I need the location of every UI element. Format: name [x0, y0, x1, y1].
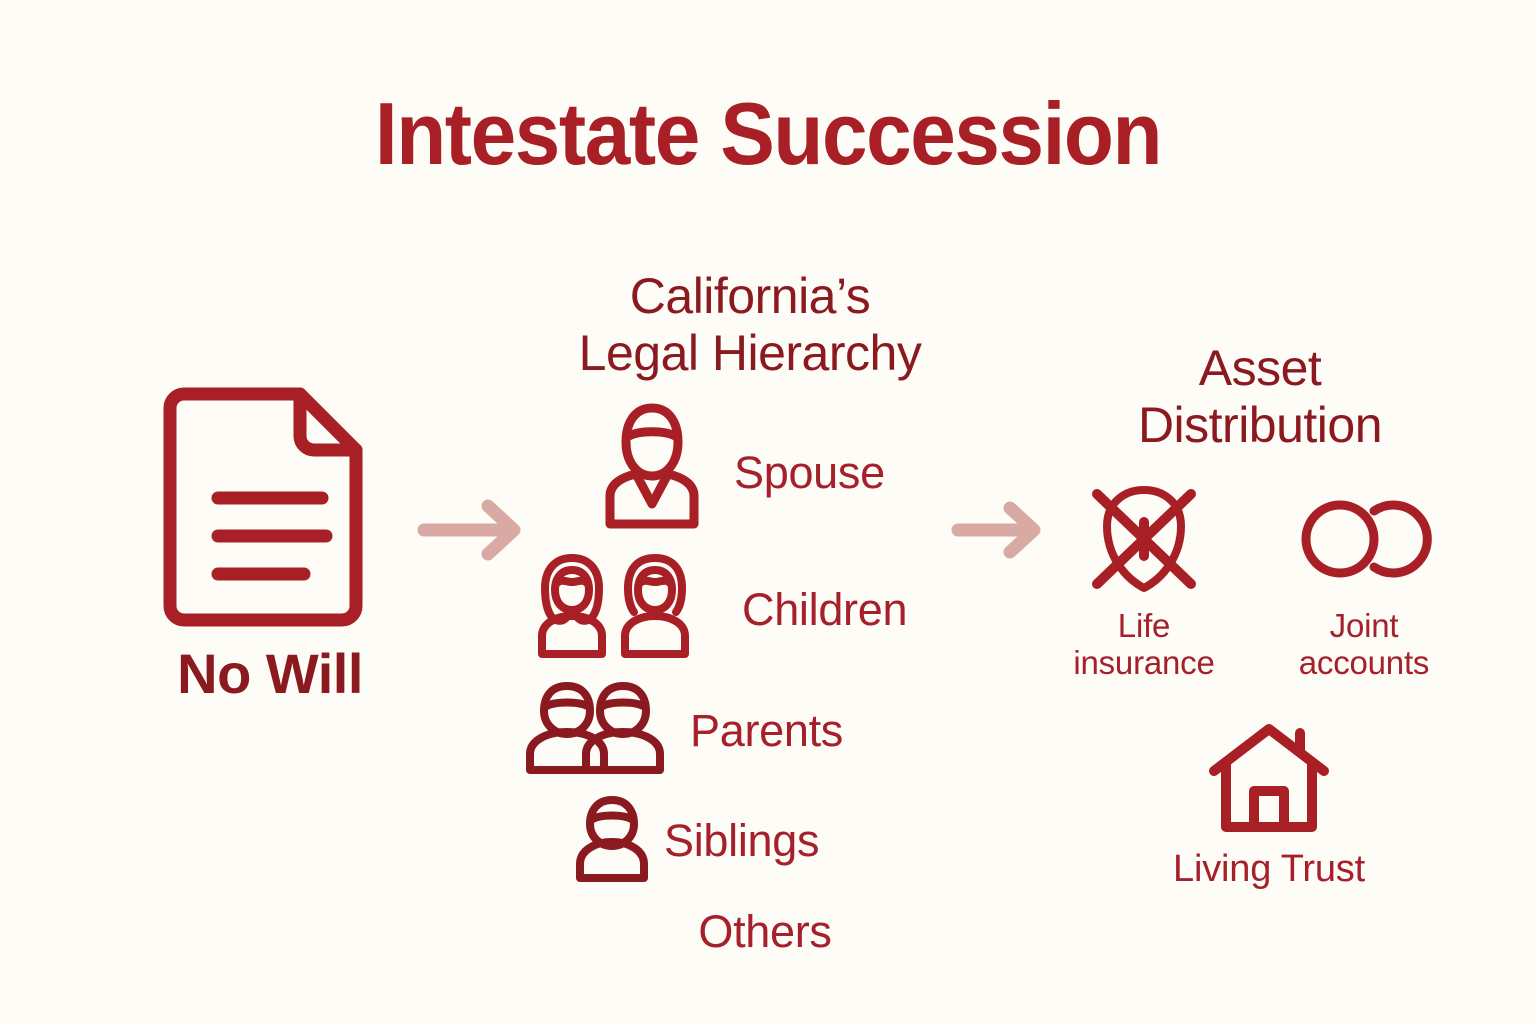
document-icon [120, 380, 420, 627]
page-title: Intestate Succession [374, 84, 1163, 183]
arrow-right-icon [417, 496, 530, 564]
hierarchy-item-others: Others [480, 906, 1020, 958]
hierarchy-heading: California’s Legal Hierarchy [480, 268, 1020, 382]
assets-heading-line-1: Asset [1198, 340, 1322, 396]
hierarchy-label-children: Children [742, 584, 908, 635]
two-children-icon [528, 548, 714, 660]
asset-item-joint-accounts: Joint accounts [1284, 478, 1444, 682]
hierarchy-label-parents: Parents [690, 705, 843, 756]
asset-item-living-trust: Living Trust [1040, 718, 1480, 891]
hierarchy-item-spouse: Spouse [598, 400, 1020, 532]
hierarchy-label-siblings: Siblings [664, 815, 820, 866]
no-will-section: No Will [120, 380, 420, 702]
two-parents-icon [522, 678, 672, 776]
asset-label-life-insurance-line-1: Life [1117, 607, 1171, 644]
assets-heading-line-2: Distribution [1137, 397, 1383, 453]
house-icon [1058, 718, 1480, 838]
no-will-label: No Will [177, 642, 363, 705]
assets-heading: Asset Distribution [1020, 340, 1500, 454]
asset-row-top: Life insurance Joint accounts [1040, 478, 1480, 682]
asset-label-joint-accounts-line-2: accounts [1298, 643, 1430, 681]
hierarchy-heading-line-1: California’s [629, 268, 871, 324]
hierarchy-label-spouse: Spouse [734, 447, 885, 498]
life-insurance-crossed-out-icon [1064, 478, 1224, 600]
hierarchy-item-children: Children [528, 548, 1020, 660]
hierarchy-label-others: Others [698, 906, 832, 957]
asset-label-living-trust: Living Trust [1173, 847, 1365, 890]
hierarchy-heading-line-2: Legal Hierarchy [578, 325, 922, 381]
hierarchy-item-siblings: Siblings [572, 792, 1020, 884]
asset-label-joint-accounts-line-1: Joint [1329, 607, 1399, 644]
asset-label-joint-accounts: Joint accounts [1284, 607, 1444, 682]
person-spouse-icon [598, 400, 706, 532]
person-sibling-icon [572, 792, 652, 884]
asset-label-life-insurance: Life insurance [1064, 607, 1224, 682]
joint-accounts-rings-icon [1284, 478, 1444, 600]
hierarchy-list: Spouse Childre [480, 400, 1020, 962]
asset-label-life-insurance-line-2: insurance [1073, 643, 1215, 681]
hierarchy-item-parents: Parents [522, 678, 1020, 776]
asset-distribution-grid: Life insurance Joint accounts [1040, 478, 1480, 890]
asset-item-life-insurance: Life insurance [1064, 478, 1224, 682]
arrow-right-icon [951, 498, 1048, 562]
